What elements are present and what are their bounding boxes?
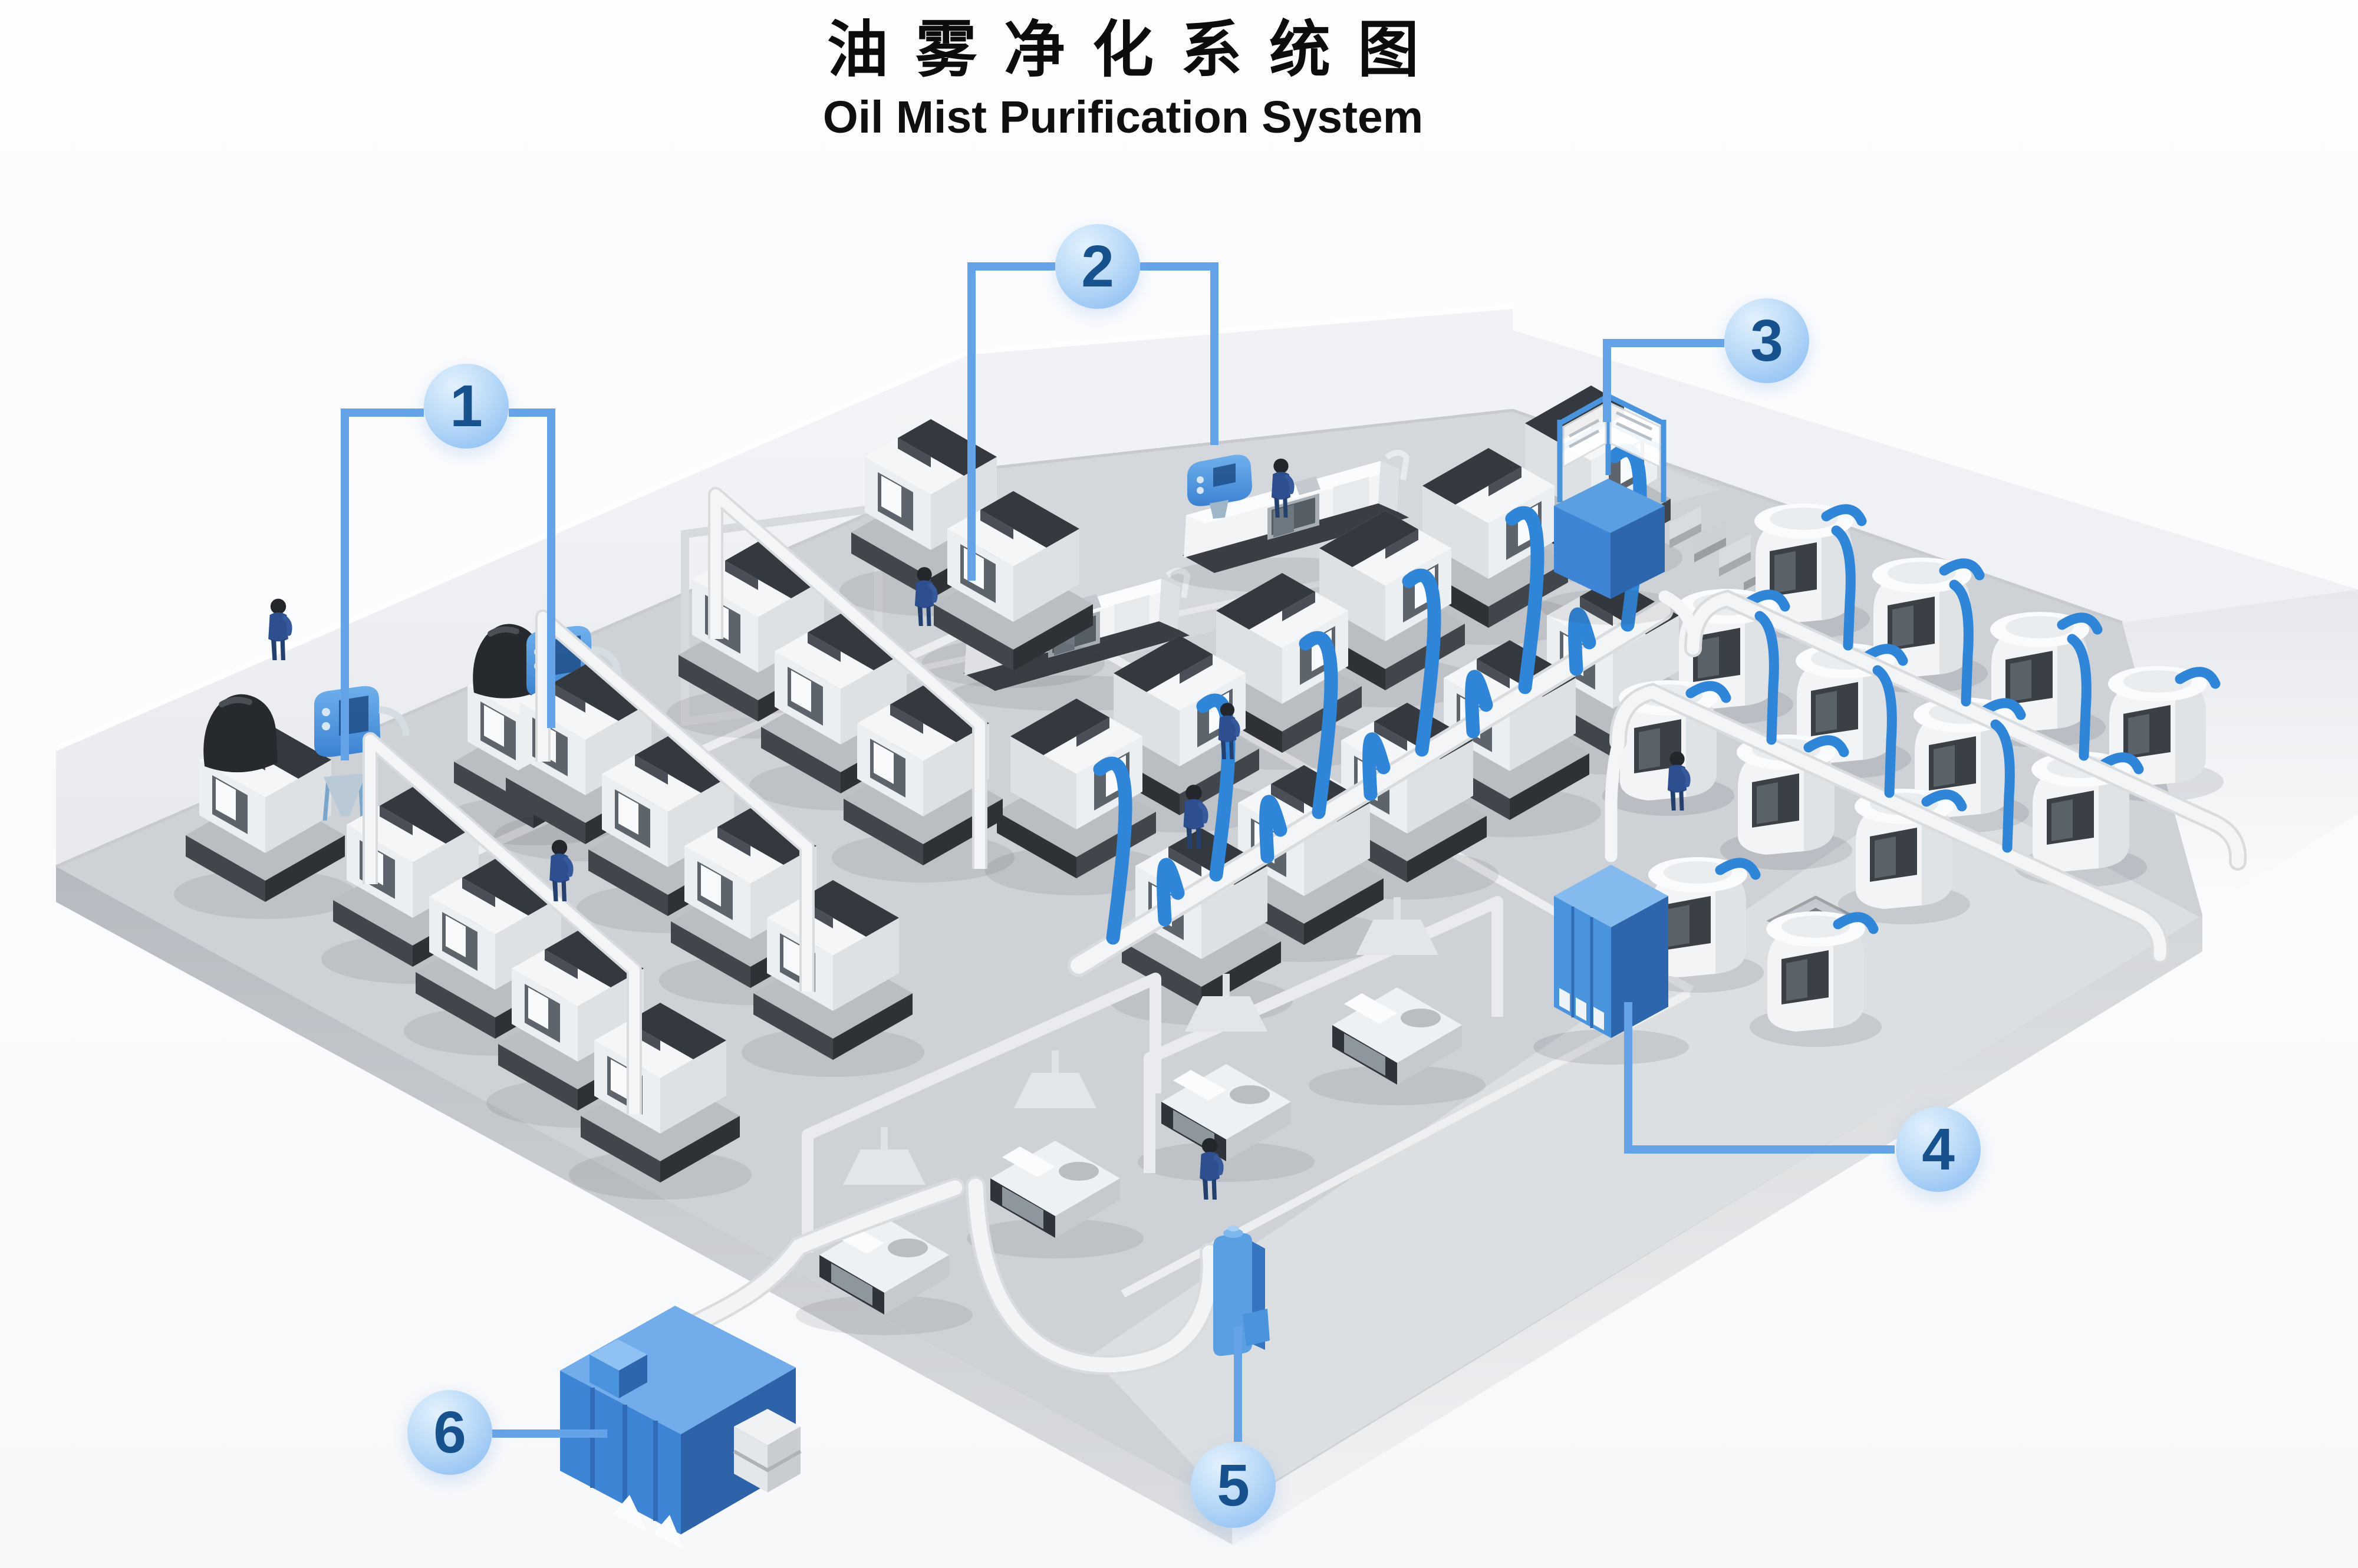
callout-number: 5: [1217, 1452, 1250, 1518]
callout-badge-3: 3: [1724, 298, 1809, 383]
blue-control-cabinet: [1533, 865, 1689, 1065]
back-wall-middle: [968, 307, 1513, 470]
right-zone-hoses: [1754, 525, 2092, 853]
blue-pump-unit: [1213, 1226, 1270, 1356]
main-return-pipes: [674, 1176, 1221, 1375]
page-subtitle: Oil Mist Purification System: [822, 91, 1424, 143]
round-machine: [1750, 911, 1882, 1047]
callout-badge-1: 1: [424, 364, 509, 449]
right-zone-pipe-rails: [1605, 525, 2247, 964]
purifier-outlet: [733, 1409, 802, 1493]
left-zone-arch-pipes: [363, 487, 987, 1114]
callout-badge-2: 2: [1055, 224, 1140, 309]
leader-3: [1603, 339, 1724, 422]
callout-number: 2: [1081, 233, 1114, 299]
leader-1-right: [509, 409, 555, 728]
hood-racks: [802, 896, 1503, 1253]
purifier-top-attachment: [590, 1339, 647, 1398]
blue-platform-lift: [1540, 393, 1681, 625]
platform-front-right-face: [1232, 915, 2202, 1546]
callout-number: 6: [433, 1399, 466, 1465]
callout-badge-6: 6: [407, 1390, 492, 1475]
callout-badge-4: 4: [1896, 1107, 1981, 1192]
callout-leader-lines: [341, 262, 1895, 1442]
floor-front-strip: [1091, 778, 2200, 1507]
callout-badge-5: 5: [1191, 1443, 1276, 1528]
callout-number: 1: [450, 373, 483, 439]
extraction-hoods: [843, 897, 1438, 1185]
leader-4: [1624, 1002, 1895, 1154]
platform-front-left-face: [56, 867, 1232, 1544]
leader-2-right: [1140, 262, 1218, 445]
leader-2-left: [967, 262, 1055, 581]
diagram-header: 油雾净化系统图 Oil Mist Purification System: [823, 13, 1423, 143]
oil-mist-purifier-unit: [560, 1306, 802, 1549]
page-title: 油雾净化系统图: [826, 14, 1446, 85]
callout-number: 4: [1922, 1116, 1955, 1182]
back-wall-right: [1513, 330, 2358, 622]
leader-1-left: [341, 409, 424, 760]
callout-number: 3: [1750, 308, 1783, 374]
